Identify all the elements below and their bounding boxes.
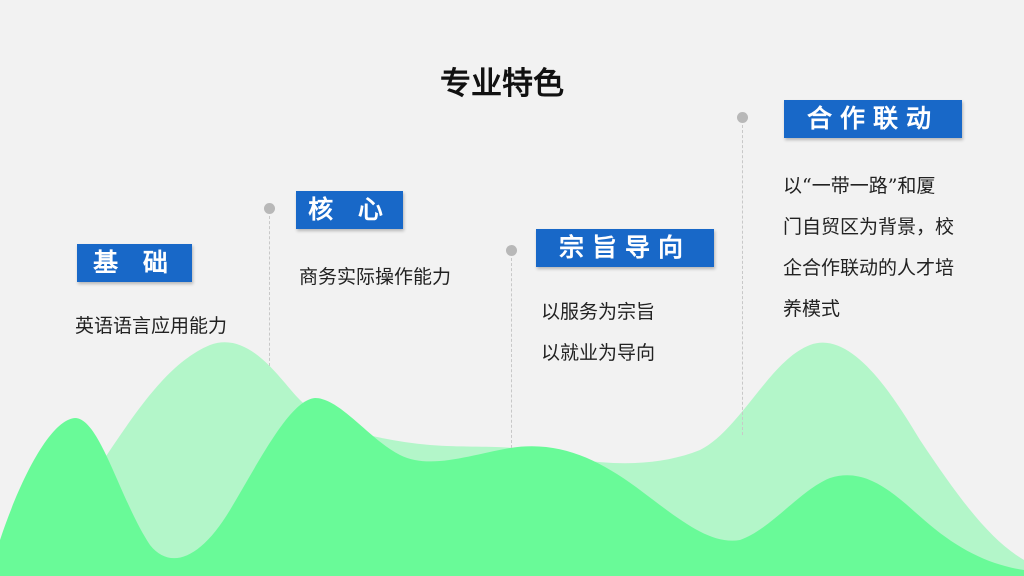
front-mountain-layer — [0, 398, 1024, 576]
desc-foundation: 英语语言应用能力 — [75, 306, 227, 347]
page-title: 专业特色 — [440, 66, 564, 102]
desc-core: 商务实际操作能力 — [299, 257, 451, 298]
timeline-dot — [506, 245, 517, 256]
desc-purpose-orientation: 以服务为宗旨 以就业为导向 — [541, 292, 655, 374]
desc-line: 门自贸区为背景，校 — [783, 216, 955, 238]
badge-core: 核 心 — [296, 191, 403, 229]
desc-line: 商务实际操作能力 — [299, 266, 452, 288]
desc-line: 以“一带一路”和厦 — [783, 175, 936, 197]
timeline-connector — [269, 216, 270, 366]
timeline-connector — [742, 125, 743, 435]
desc-line: 养模式 — [783, 298, 841, 320]
desc-cooperation: 以“一带一路”和厦 门自贸区为背景，校 企合作联动的人才培 养模式 — [783, 166, 954, 330]
desc-line: 企合作联动的人才培 — [783, 257, 955, 279]
desc-line: 英语语言应用能力 — [75, 315, 228, 337]
badge-foundation: 基 础 — [77, 244, 192, 282]
timeline-connector — [511, 258, 512, 448]
badge-purpose-orientation: 宗旨导向 — [536, 229, 714, 267]
badge-cooperation: 合作联动 — [784, 100, 962, 138]
desc-line: 以服务为宗旨 — [541, 301, 656, 323]
timeline-dot — [264, 203, 275, 214]
desc-line: 以就业为导向 — [541, 342, 656, 364]
timeline-dot — [737, 112, 748, 123]
